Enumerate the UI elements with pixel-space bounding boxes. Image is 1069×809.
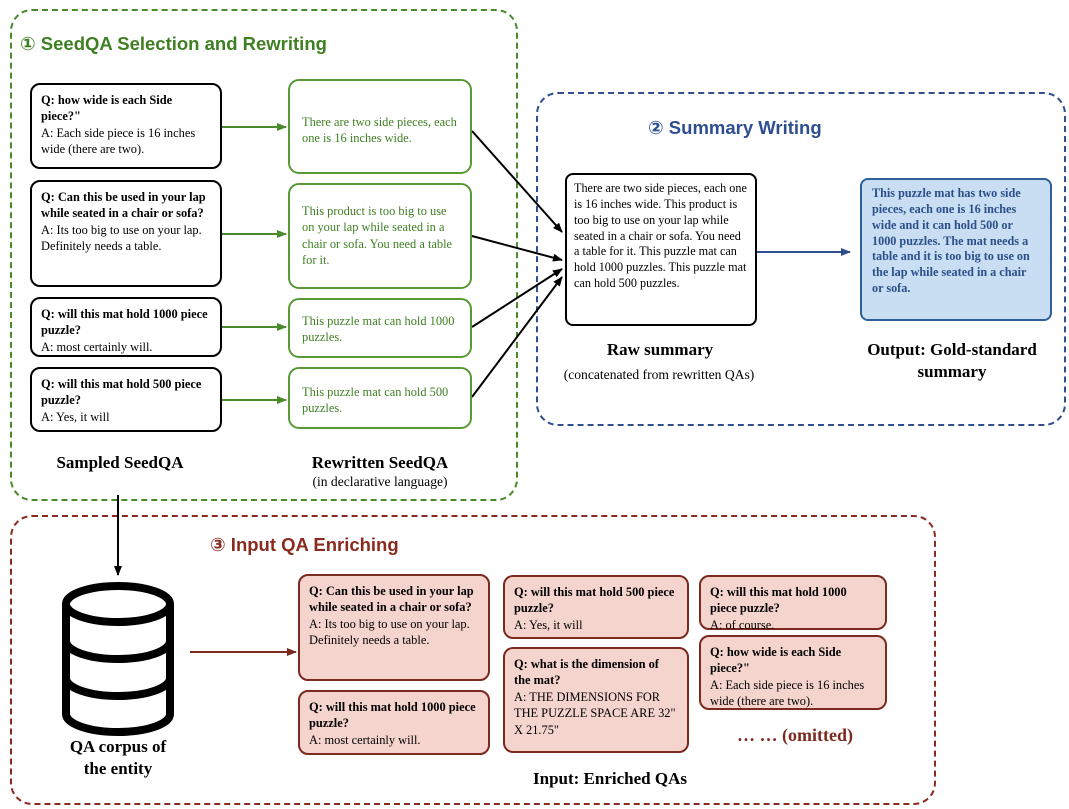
qa-corpus-label-line1: QA corpus of xyxy=(69,737,167,756)
rewritten-seedqa-sublabel: (in declarative language) xyxy=(312,474,448,489)
enriched-qa-card: Q: will this mat hold 1000 piece puzzle?… xyxy=(699,575,887,632)
seed-qa-card: Q: Can this be used in your lap while se… xyxy=(30,180,222,287)
rewritten-qa-card: This product is too big to use on your l… xyxy=(288,183,472,289)
output-label: Output: Gold-standard summary xyxy=(838,339,1066,383)
seed-question: Q: will this mat hold 1000 piece puzzle? xyxy=(41,307,208,338)
seed-question: Q: Can this be used in your lap while se… xyxy=(41,190,206,221)
summary-writing-panel-title: ② Summary Writing xyxy=(648,117,822,138)
raw-summary-box: There are two side pieces, each one is 1… xyxy=(565,173,757,326)
seed-answer: A: most certainly will. xyxy=(41,339,153,354)
seed-question: Q: how wide is each Side piece?" xyxy=(41,93,173,124)
enriched-answer: A: Each side piece is 16 inches wide (th… xyxy=(710,677,865,709)
arrow-rw-3 xyxy=(471,268,563,328)
seed-qa-card: Q: how wide is each Side piece?" A: Each… xyxy=(30,83,222,169)
seed-qa-card: Q: will this mat hold 1000 piece puzzle?… xyxy=(30,297,222,357)
rewritten-seedqa-label: Rewritten SeedQA xyxy=(311,453,449,472)
input-qa-enriching-panel-title: ③ Input QA Enriching xyxy=(210,534,399,555)
sampled-seedqa-label: Sampled SeedQA xyxy=(56,453,184,472)
qa-corpus-label-line2: the entity xyxy=(83,758,153,778)
enriched-answer: A: THE DIMENSIONS FOR THE PUZZLE SPACE A… xyxy=(514,689,676,737)
rewritten-qa-card: There are two side pieces, each one is 1… xyxy=(288,79,472,174)
enriched-answer: A: of course. xyxy=(710,617,775,632)
arrow-rw-1 xyxy=(471,130,563,233)
database-icon xyxy=(62,582,174,736)
enriched-answer: A: most certainly will. xyxy=(309,732,421,747)
seed-qa-card: Q: will this mat hold 500 piece puzzle? … xyxy=(30,367,222,432)
input-enriched-label: Input: Enriched QAs xyxy=(533,769,687,788)
enriched-qa-card: Q: how wide is each Side piece?" A: Each… xyxy=(699,635,887,710)
seed-answer: A: Yes, it will xyxy=(41,409,110,424)
enriched-question: Q: will this mat hold 1000 piece puzzle? xyxy=(309,700,476,731)
arrow-rw-2 xyxy=(471,235,563,262)
enriched-qa-card: Q: Can this be used in your lap while se… xyxy=(298,574,490,681)
enriched-answer: A: Yes, it will xyxy=(514,617,583,632)
rewritten-qa-card: This puzzle mat can hold 1000 puzzles. xyxy=(288,298,472,358)
seed-question: Q: will this mat hold 500 piece puzzle? xyxy=(41,377,202,408)
seedqa-panel-title: ① SeedQA Selection and Rewriting xyxy=(20,33,327,54)
summary-writing-panel xyxy=(536,92,1066,426)
gold-summary-box: This puzzle mat has two side pieces, eac… xyxy=(860,178,1052,321)
enriched-question: Q: will this mat hold 1000 piece puzzle? xyxy=(710,585,847,616)
enriched-question: Q: will this mat hold 500 piece puzzle? xyxy=(514,585,675,616)
output-label-line1: Output: Gold-standard xyxy=(867,340,1037,359)
qa-corpus-label: QA corpus of the entity xyxy=(38,736,198,780)
omitted-label: … … (omitted) xyxy=(737,725,853,745)
enriched-question: Q: how wide is each Side piece?" xyxy=(710,645,842,676)
rewritten-qa-card: This puzzle mat can hold 500 puzzles. xyxy=(288,367,472,429)
seed-answer: A: Its too big to use on your lap. Defin… xyxy=(41,222,202,254)
raw-summary-sublabel: (concatenated from rewritten QAs) xyxy=(563,367,755,382)
input-qa-enriching-panel xyxy=(10,515,936,805)
seedqa-panel xyxy=(10,9,518,501)
raw-summary-label: Raw summary xyxy=(606,340,714,359)
enriched-qa-card: Q: what is the dimension of the mat? A: … xyxy=(503,647,689,753)
enriched-question: Q: Can this be used in your lap while se… xyxy=(309,584,474,615)
enriched-qa-card: Q: will this mat hold 500 piece puzzle? … xyxy=(503,575,689,639)
output-label-line2: summary xyxy=(917,361,987,381)
enriched-question: Q: what is the dimension of the mat? xyxy=(514,657,659,688)
seed-answer: A: Each side piece is 16 inches wide (th… xyxy=(41,125,196,157)
enriched-answer: A: Its too big to use on your lap. Defin… xyxy=(309,616,470,648)
arrow-rw-4 xyxy=(471,276,563,398)
enriched-qa-card: Q: will this mat hold 1000 piece puzzle?… xyxy=(298,690,490,755)
